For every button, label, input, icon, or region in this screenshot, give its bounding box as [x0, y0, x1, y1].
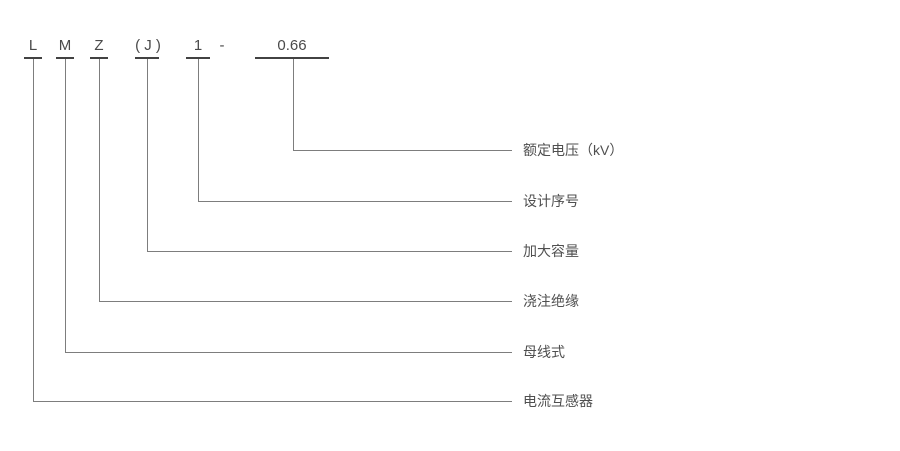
- code-separator-dash: -: [219, 37, 225, 54]
- code-char-Z: Z: [94, 37, 104, 54]
- code-char-M: M: [58, 37, 72, 54]
- legend-label-design-serial: 设计序号: [523, 193, 579, 209]
- connector-cast-insulation: [99, 59, 512, 302]
- legend-label-cast-insulation: 浇注绝缘: [523, 293, 579, 309]
- connector-design-serial: [198, 59, 512, 202]
- connector-current-transformer: [33, 59, 512, 402]
- connector-rated-voltage: [293, 59, 512, 151]
- code-char-066: 0.66: [277, 37, 307, 54]
- code-char-1: 1: [193, 37, 203, 54]
- legend-label-rated-voltage: 额定电压（kV）: [523, 142, 624, 158]
- legend-label-busbar-type: 母线式: [523, 344, 565, 360]
- legend-label-increased-capacity: 加大容量: [523, 243, 579, 259]
- connector-busbar-type: [65, 59, 512, 353]
- code-char-L: L: [28, 37, 38, 54]
- code-char-J: ( J ): [135, 37, 161, 54]
- legend-label-current-transformer: 电流互感器: [523, 393, 593, 409]
- connector-increased-capacity: [147, 59, 512, 252]
